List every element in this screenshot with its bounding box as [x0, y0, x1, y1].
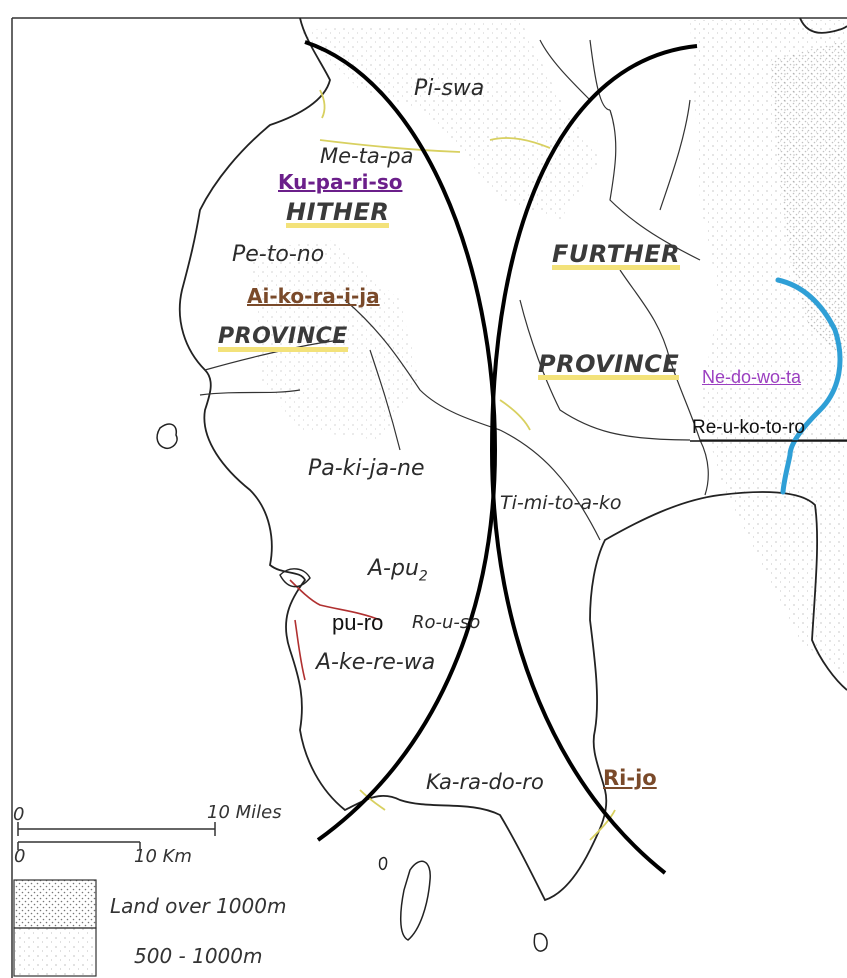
scale-km-zero: 0	[14, 846, 26, 867]
lagoon-west	[279, 568, 311, 588]
region-province-left: PROVINCE	[218, 326, 348, 354]
blue-river	[775, 277, 843, 495]
place-ne-do-wo-ta: Ne-do-wo-ta	[702, 367, 802, 387]
upland-shading-east-high	[770, 40, 847, 360]
place-re-u-ko-to-ro: Re-u-ko-to-ro	[692, 417, 805, 438]
island-west	[156, 423, 178, 450]
place-ro-u-so: Ro-u-so	[412, 612, 481, 633]
place-pa-ki-ja-ne: Pa-ki-ja-ne	[308, 456, 425, 481]
island-south-large	[400, 860, 431, 941]
scale-miles-zero: 0	[13, 804, 25, 825]
legend-swatch-mid	[13, 927, 97, 977]
place-a-pu: A-pu2	[368, 556, 428, 585]
legend-label-high: Land over 1000m	[110, 894, 287, 918]
place-pu-ro: pu-ro	[332, 610, 384, 635]
island-south-tiny	[533, 932, 548, 952]
boundary-curve-right	[489, 44, 698, 875]
region-hither: HITHER	[286, 200, 390, 230]
region-province-right: PROVINCE	[538, 352, 680, 382]
place-ri-jo: Ri-jo	[603, 766, 657, 790]
legend-swatch-high	[13, 879, 97, 929]
road-red	[289, 579, 381, 681]
place-ku-pa-ri-so: Ku-pa-ri-so	[278, 170, 403, 194]
legend-label-mid: 500 - 1000m	[134, 944, 263, 968]
place-pi-swa: Pi-swa	[414, 76, 485, 101]
place-ka-ra-do-ro: Ka-ra-do-ro	[426, 770, 544, 794]
place-a-ke-re-wa: A-ke-re-wa	[316, 650, 436, 675]
boundary-curve-left	[304, 40, 498, 842]
coastline-east-bay	[799, 17, 847, 34]
scale-miles-label: 10 Miles	[207, 802, 282, 823]
upland-shading-north	[300, 20, 600, 220]
region-further: FURTHER	[552, 242, 681, 272]
roads	[319, 89, 616, 841]
scale-bars	[17, 822, 216, 850]
place-pe-to-no: Pe-to-no	[232, 242, 325, 267]
place-ti-mi-to-a-ko: Ti-mi-to-a-ko	[500, 492, 622, 514]
island-south-small	[378, 856, 388, 871]
coastline-west	[178, 17, 847, 902]
place-ai-ko-ra-i-ja: Ai-ko-ra-i-ja	[247, 284, 380, 308]
scale-km-label: 10 Km	[134, 846, 192, 867]
place-me-ta-pa: Me-ta-pa	[320, 144, 414, 168]
